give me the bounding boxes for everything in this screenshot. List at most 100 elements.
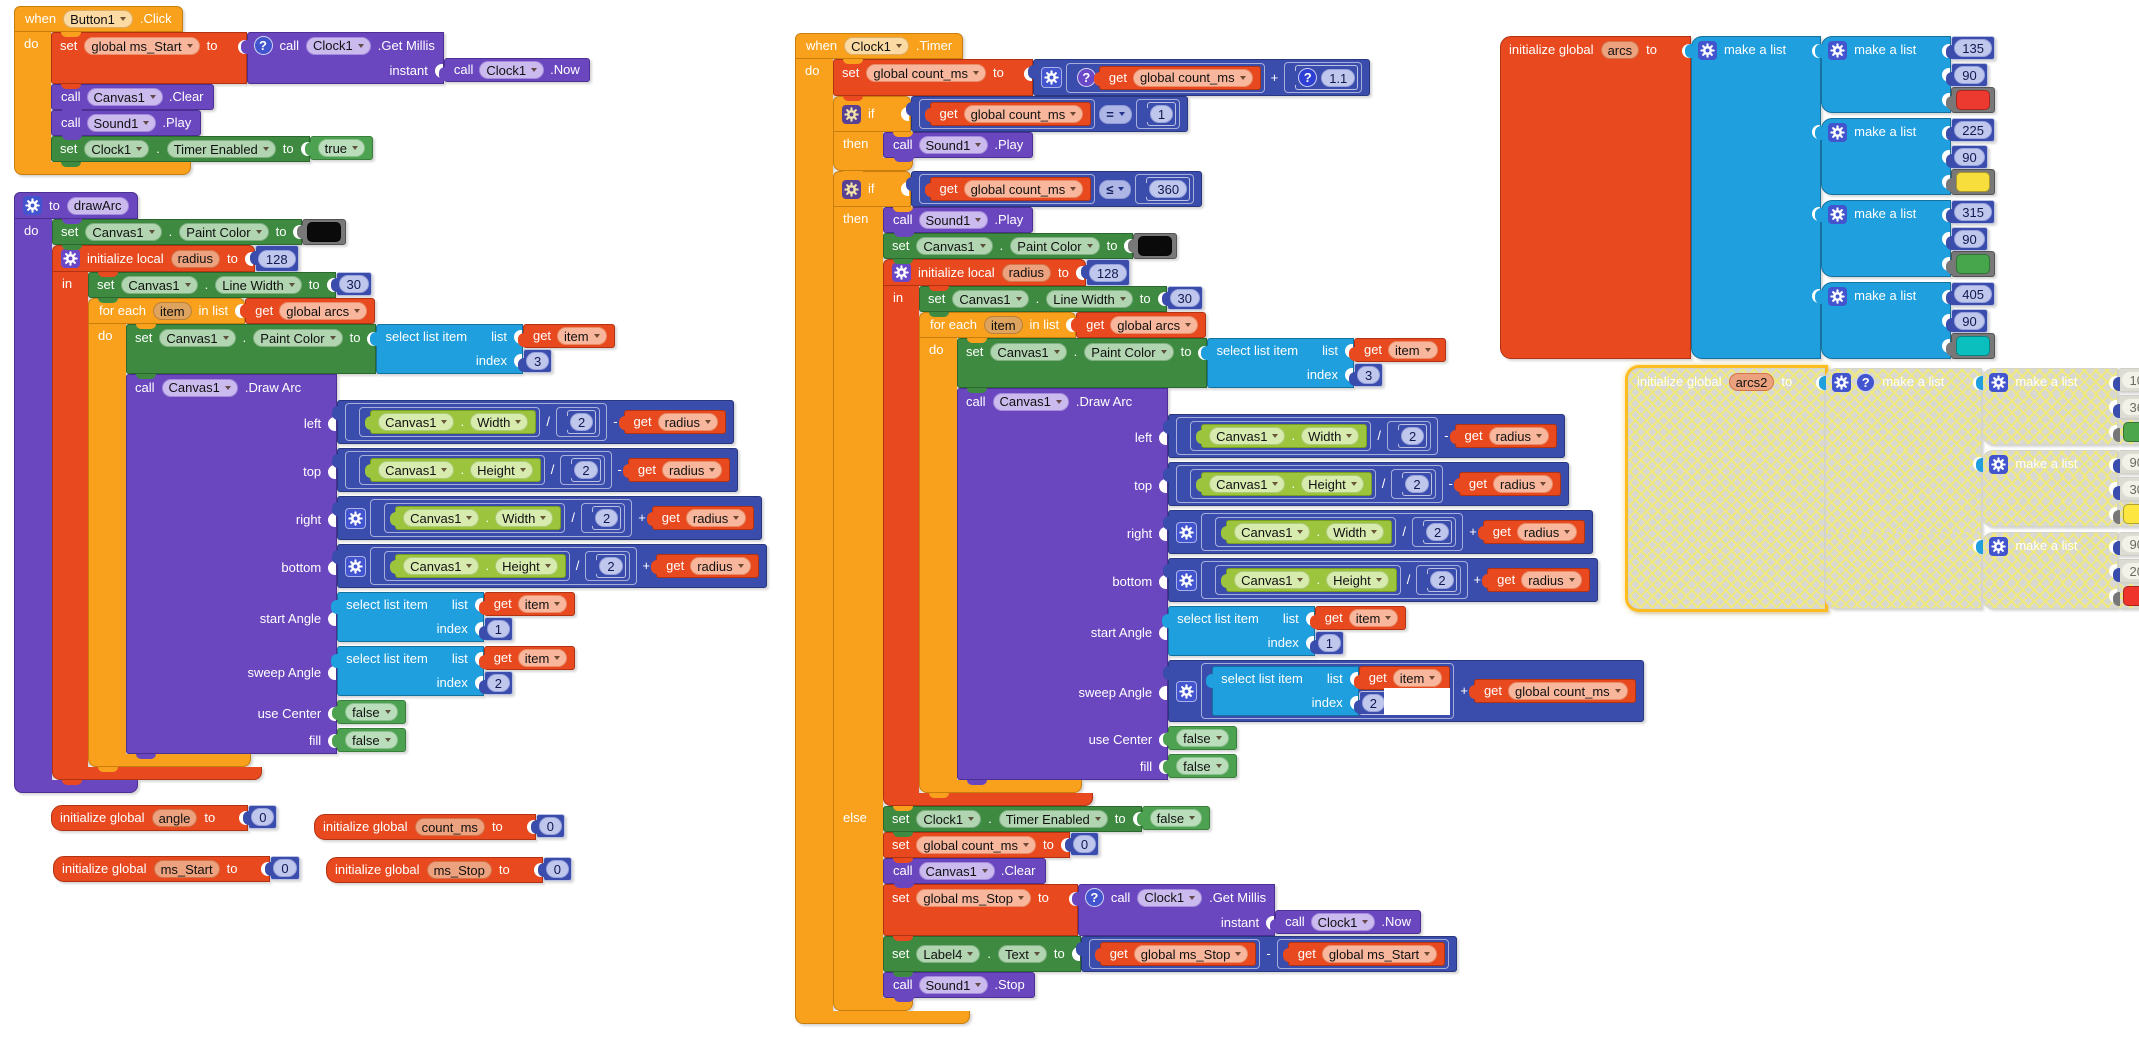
number-1.1[interactable]: ?1.1 (1290, 65, 1359, 90)
block-row[interactable]: instant (246, 58, 444, 84)
number-2[interactable]: 2 (561, 410, 597, 434)
mutator-gear-icon[interactable] (1828, 123, 1848, 142)
block-row[interactable]: use Center (957, 726, 1169, 754)
dropdown-field[interactable]: Width (495, 509, 554, 527)
block-row[interactable]: use Center (126, 700, 338, 728)
number-field[interactable]: 90 (1954, 230, 1985, 248)
dropdown-field[interactable]: Sound1 (918, 211, 989, 229)
block-row[interactable] (1825, 532, 1983, 609)
dropdown-field[interactable]: Clock1 (916, 810, 982, 828)
dropdown-field[interactable]: true (317, 139, 366, 157)
number-field[interactable]: 30 (338, 275, 370, 293)
logic-false[interactable]: false (1136, 806, 1211, 830)
dropdown-field[interactable]: Height (1326, 571, 1389, 589)
dropdown-field[interactable]: Canvas1 (121, 276, 198, 294)
name-field[interactable]: angle (151, 809, 198, 827)
color-swatch[interactable] (1956, 336, 1991, 356)
mutator-gear-icon[interactable] (1989, 537, 2009, 556)
number-field[interactable]: 90 (1954, 312, 1985, 330)
number-field[interactable]: 225 (1954, 121, 1992, 139)
number-field[interactable]: 90 (1954, 148, 1985, 166)
name-field[interactable]: ms_Start (153, 860, 220, 878)
block-footer[interactable] (795, 1011, 970, 1024)
block-row[interactable]: ?make a list (1825, 368, 1983, 450)
number-1[interactable]: 1 (478, 617, 513, 641)
dropdown-field[interactable]: radius (1488, 427, 1550, 445)
canvas1-width[interactable]: Canvas1.Width (390, 506, 562, 530)
number-90[interactable]: 90 (1946, 63, 1988, 87)
color-swatch[interactable] (2123, 586, 2139, 606)
color-swatch[interactable] (307, 222, 342, 242)
block-row[interactable] (1821, 145, 1952, 169)
dropdown-field[interactable]: Clock1 (1137, 888, 1203, 907)
dropdown-field[interactable]: radius (661, 461, 723, 479)
dropdown-field[interactable]: item (557, 327, 607, 345)
number-field[interactable]: 90 (2121, 535, 2139, 553)
block-row[interactable]: bottom (957, 558, 1169, 606)
dropdown-field[interactable]: Canvas1 (992, 392, 1069, 411)
number-3[interactable]: 3 (517, 349, 553, 373)
dropdown-field[interactable]: Canvas1 (161, 378, 238, 397)
dropdown-field[interactable]: Sound1 (86, 114, 157, 132)
dropdown-field[interactable]: Clock1 (84, 140, 150, 158)
dropdown-field[interactable]: Sound1 (918, 136, 989, 154)
block-row[interactable]: sweep Angle (126, 646, 338, 700)
block-row[interactable] (1821, 251, 1952, 277)
dropdown-field[interactable]: Width (1301, 427, 1360, 445)
dropdown-field[interactable]: Line Width (215, 276, 302, 294)
number-0[interactable]: 0 (530, 814, 566, 838)
number-2[interactable]: 2 (1353, 691, 1388, 715)
name-field[interactable]: ms_Stop (426, 861, 492, 879)
number-field[interactable]: 2 (1425, 523, 1450, 541)
dropdown-field[interactable]: Line Width (1046, 290, 1133, 308)
warning-question-icon[interactable]: ? (253, 36, 273, 55)
dropdown-field[interactable]: Text (998, 945, 1047, 963)
dropdown-field[interactable]: global ms_Start (1321, 945, 1438, 963)
mutator-gear-icon[interactable] (345, 507, 367, 529)
dropdown-field[interactable]: Width (470, 413, 529, 431)
canvas1-height[interactable]: Canvas1.Height (390, 554, 566, 578)
block-row[interactable]: make a list (1821, 118, 1952, 145)
mutator-gear-icon[interactable] (1040, 67, 1062, 88)
number-90[interactable]: 90 (1946, 227, 1988, 251)
color-yellow[interactable] (2113, 501, 2139, 527)
number-0[interactable]: 0 (537, 857, 572, 881)
dropdown-field[interactable]: item (1392, 669, 1443, 687)
block-footer[interactable] (88, 754, 251, 767)
number-30[interactable]: 30 (2113, 477, 2139, 501)
number-field[interactable]: 2 (1405, 475, 1429, 493)
number-1[interactable]: 1 (1309, 631, 1344, 655)
mutator-gear-icon[interactable] (1828, 287, 1848, 306)
number-field[interactable]: 135 (1954, 39, 1992, 57)
dropdown-field[interactable]: Button1 (63, 10, 133, 28)
number-90[interactable]: 90 (1946, 145, 1988, 169)
number-90[interactable]: 90 (2113, 532, 2139, 556)
make-a-list[interactable]: make a list100360 (1976, 368, 2139, 445)
number-135[interactable]: 135 (1946, 36, 1995, 60)
number-0[interactable]: 0 (265, 856, 300, 880)
number-405[interactable]: 405 (1946, 282, 1995, 306)
math-divide[interactable]: Canvas1.Width/2 (351, 406, 603, 438)
